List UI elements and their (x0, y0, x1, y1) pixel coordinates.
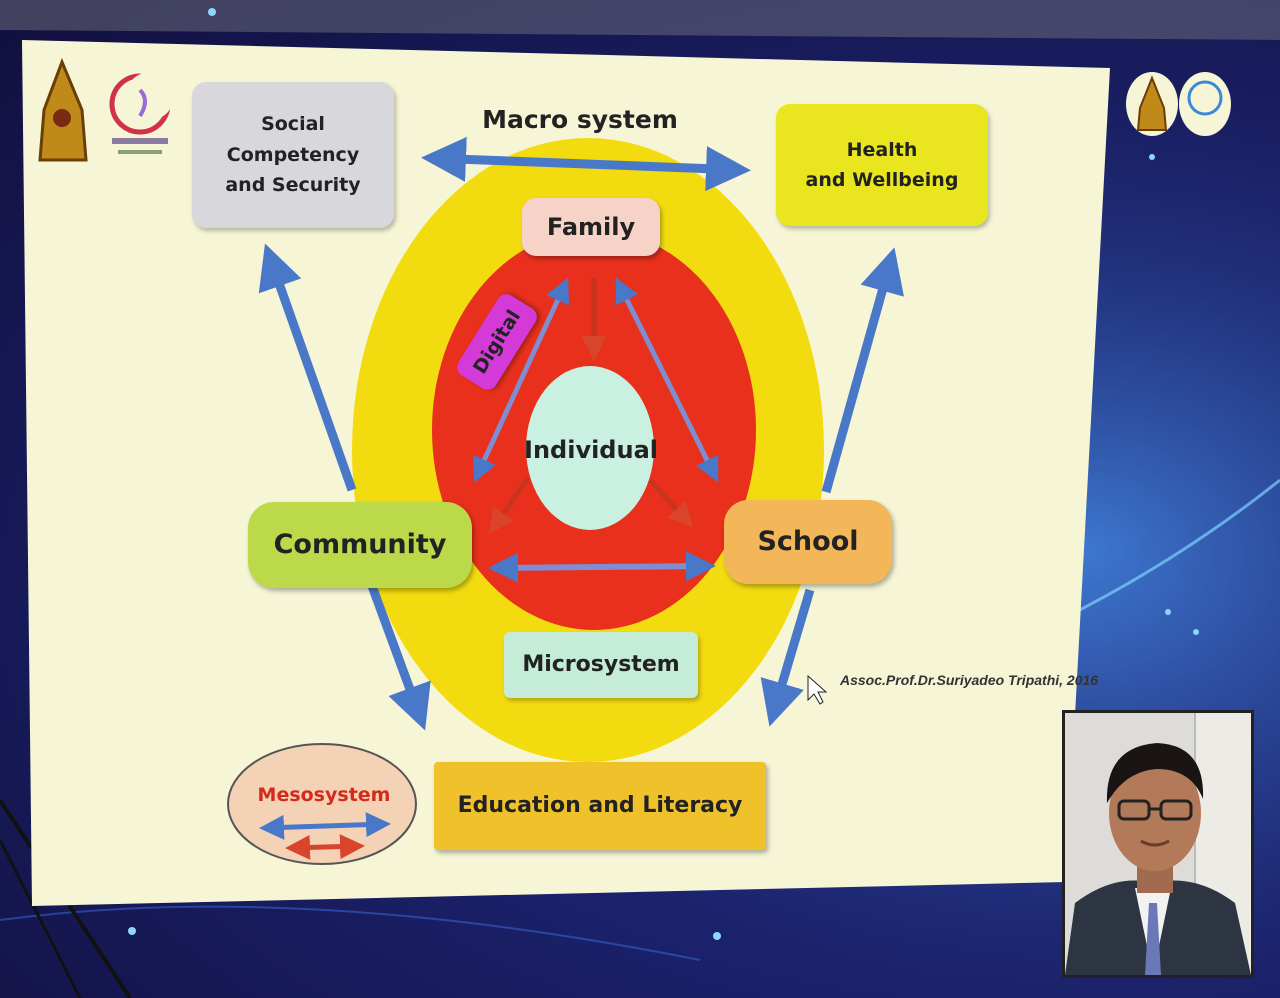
education-literacy-box: Education and Literacy (434, 762, 766, 850)
arrow-individual-community (489, 476, 531, 535)
health-wellbeing-box: Health and Wellbeing (776, 104, 988, 226)
star-dot (128, 927, 136, 935)
school-box: School (724, 500, 892, 584)
arrow-family-community (472, 277, 570, 483)
crest-logo-right (1126, 72, 1178, 136)
author-credit: Assoc.Prof.Dr.Suriyadeo Tripathi, 2016 (840, 672, 1099, 688)
individual-label: Individual (524, 435, 658, 464)
light-streak (1059, 478, 1280, 622)
arrow-community-to-social (258, 243, 357, 492)
arrow-family-school (615, 277, 719, 483)
arrow-community-to-education (367, 584, 431, 731)
star-dot (1149, 154, 1155, 160)
speaker-webcam-feed (1062, 710, 1254, 978)
speaker-hair (1106, 743, 1204, 803)
microsystem-box: Microsystem (504, 632, 698, 698)
star-dot (1193, 629, 1199, 635)
community-box: Community (248, 502, 472, 588)
social-line-2: Competency (226, 143, 360, 166)
health-line-2: and Wellbeing (805, 169, 959, 191)
star-dot (208, 8, 216, 16)
crescent-logo-left (109, 72, 174, 154)
arrow-school-to-education (760, 588, 815, 727)
macro-arrow (421, 136, 751, 192)
social-line-3: and Security (225, 174, 361, 197)
star-dot (1165, 609, 1171, 615)
crescent-logo-right (1179, 72, 1231, 136)
social-competency-box: Social Competency and Security (192, 82, 394, 228)
arrow-individual-school (648, 478, 694, 528)
speaker-tie (1145, 903, 1161, 975)
health-line-1: Health (846, 138, 918, 161)
light-streak (0, 905, 701, 961)
star-dot (713, 932, 721, 940)
family-box: Family (522, 198, 660, 256)
speaker-face (1109, 755, 1201, 871)
legend-red-arrow (285, 834, 365, 860)
crest-logo-left (38, 57, 88, 162)
mouse-cursor-icon (807, 674, 828, 705)
macro-system-title: Macro system (482, 105, 678, 134)
mesosystem-label: Mesosystem (257, 783, 391, 806)
arrow-community-school (488, 551, 716, 583)
cable (0, 839, 82, 998)
legend-blue-arrow (259, 812, 391, 840)
social-line-1: Social (261, 113, 325, 136)
arrow-school-to-health (821, 247, 904, 494)
